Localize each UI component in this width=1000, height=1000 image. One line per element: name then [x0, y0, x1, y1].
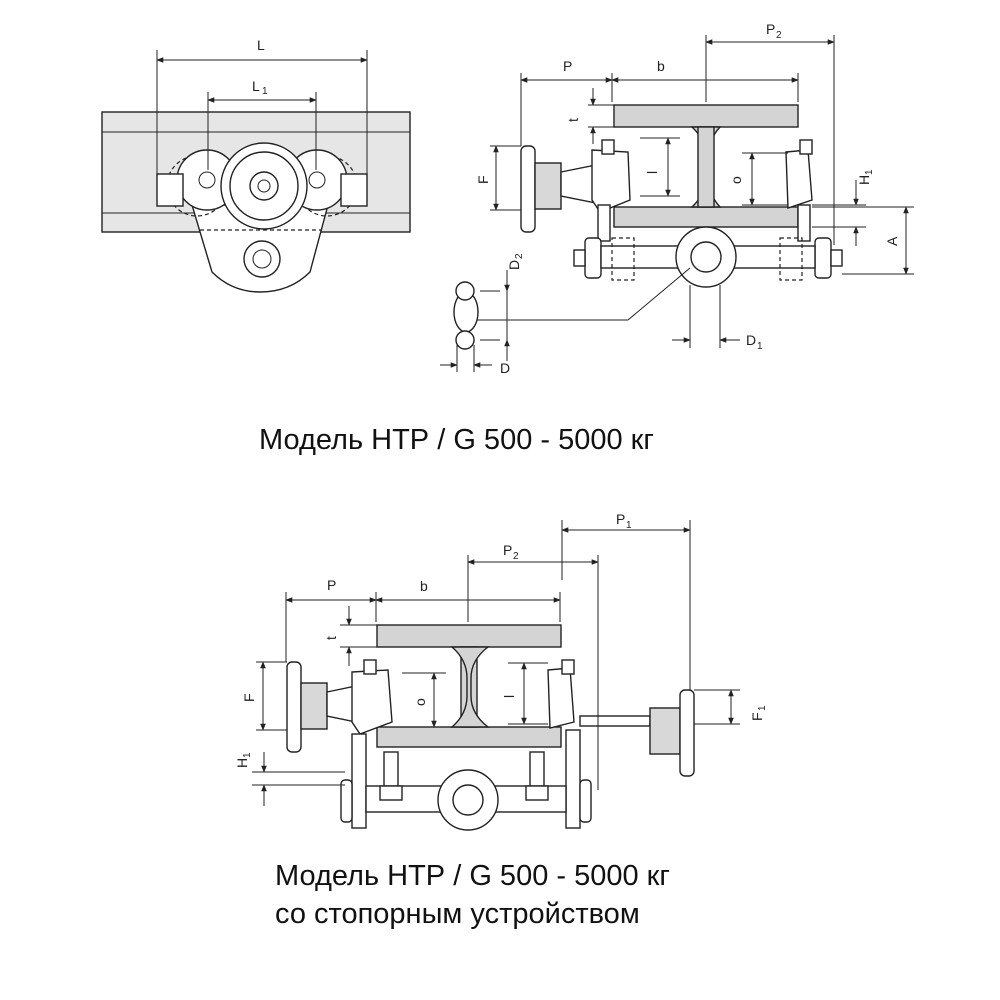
label-H1-sub: 1 — [864, 169, 875, 175]
label-P1-bottom: P — [616, 511, 625, 527]
label-t: t — [565, 118, 581, 122]
label-F1-bottom: F — [749, 712, 765, 721]
front-view-top: D 2 D D 1 P b P 2 t — [440, 21, 914, 376]
label-F-bottom: F — [241, 693, 257, 702]
label-P2-sub: 2 — [776, 30, 782, 41]
label-L: L — [257, 37, 265, 53]
label-H1-bottom-sub: 1 — [242, 752, 253, 758]
label-o: o — [728, 176, 744, 184]
label-P2: P — [766, 21, 775, 37]
label-l: l — [644, 171, 660, 174]
front-view-bottom: P b P 2 P 1 t F o l — [234, 511, 768, 831]
side-view-top: L L 1 — [101, 37, 411, 293]
label-l-bottom: l — [501, 695, 517, 698]
label-P2-bottom: P — [503, 542, 512, 558]
label-L1: L — [252, 78, 260, 94]
label-F1-bottom-sub: 1 — [757, 705, 768, 711]
label-L1-sub: 1 — [262, 86, 268, 97]
caption-model-bottom: Модель НТР / G 500 - 5000 кг — [275, 860, 670, 892]
label-D: D — [500, 360, 510, 376]
label-D1-sub: 1 — [757, 341, 763, 352]
label-F: F — [475, 175, 491, 184]
label-P-bottom: P — [327, 577, 336, 593]
caption-model-bottom-note: со стопорным устройством — [275, 898, 640, 930]
label-o-bottom: o — [412, 698, 428, 706]
label-P2-bottom-sub: 2 — [513, 551, 519, 562]
label-P: P — [563, 58, 572, 74]
label-b: b — [657, 58, 665, 74]
label-H1: H — [856, 175, 872, 185]
label-P1-bottom-sub: 1 — [626, 520, 632, 531]
label-t-bottom: t — [323, 636, 339, 640]
label-H1-bottom: H — [234, 758, 250, 768]
caption-model-top: Модель НТР / G 500 - 5000 кг — [259, 424, 654, 456]
label-D1: D — [746, 332, 756, 348]
label-b-bottom: b — [420, 578, 428, 594]
label-A: A — [884, 236, 900, 246]
label-D2-sub: 2 — [514, 253, 525, 259]
label-D2: D — [506, 260, 522, 270]
